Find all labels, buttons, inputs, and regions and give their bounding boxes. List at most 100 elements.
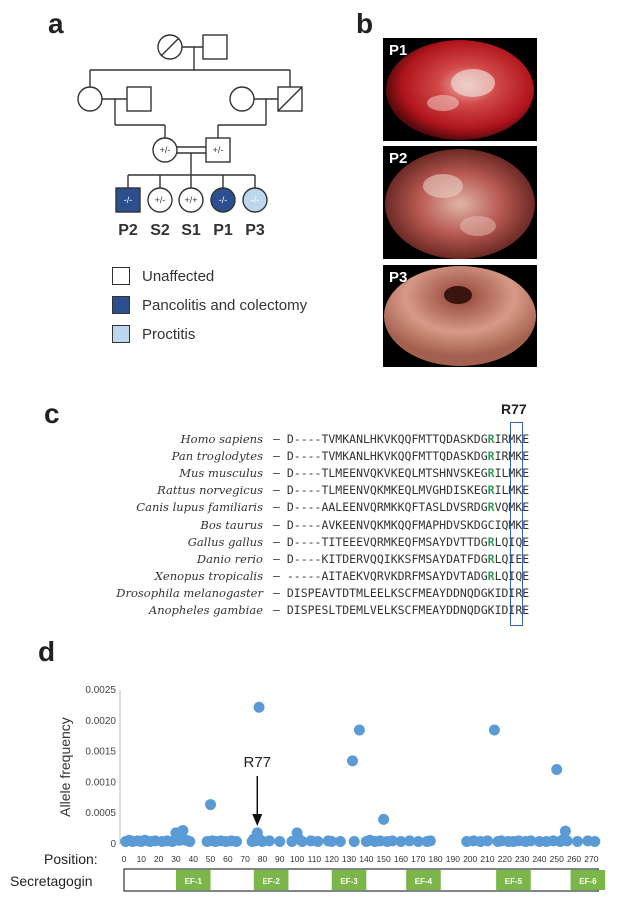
x-tick-label: 210	[480, 854, 494, 864]
sequence-prefix: – DISPEAVTDTMLEELKSCFMEAYDDNQDG	[273, 585, 488, 600]
sequence: – DISPEAVTDTMLEELKSCFMEAYDDNQDGKIDIRE	[273, 585, 529, 602]
species-name: Pan troglodytes	[171, 449, 263, 464]
sequence: – D----KITDERVQQIKKSFMSAYDATFDGRLQIEE	[273, 551, 529, 568]
ef-hand-domain	[496, 870, 531, 890]
y-tick-label: 0.0005	[85, 808, 116, 819]
residue-77: K	[487, 603, 495, 617]
sequence-prefix: – D----TLMEENVQKMKEQLMVGHDISKEG	[273, 483, 488, 498]
child-p1	[210, 187, 236, 213]
endoscopy-image-p1: P1	[383, 38, 537, 141]
data-point	[274, 836, 286, 848]
sequence: – D----AVKEENVQKMKQQFMAPHDVSKDGCIQMKE	[273, 517, 529, 534]
ef-hand-domain	[175, 870, 211, 890]
pedigree-chart: +/- +/- -/- +/- +/+ -/- -/- P2 S2 S1 P1 …	[77, 34, 303, 239]
data-point	[589, 836, 601, 848]
alignment-row: Anopheles gambiae – DISPESLTDEMLVELKSCFME…	[0, 602, 617, 619]
legend-swatch	[112, 325, 130, 343]
species-name: Danio rerio	[196, 551, 263, 566]
alignment-row: Xenopus tropicalis– -----AITAEKVQRVKDRFM…	[0, 568, 617, 585]
y-tick-label: 0.0015	[85, 747, 116, 758]
mother	[152, 137, 178, 163]
child-p3	[242, 187, 268, 213]
species-name: Gallus gallus	[187, 534, 263, 549]
ef-hand-label: EF-1	[185, 877, 203, 886]
sequence-suffix: IQMKE	[494, 517, 530, 532]
ef-hand-label: EF-2	[262, 877, 280, 886]
data-point	[404, 835, 416, 847]
sequence-prefix: – -----AITAEKVQRVKDRFMSAYDVTADG	[273, 568, 488, 583]
ef-hand-label: EF-6	[579, 877, 597, 886]
ef-hand-domain	[570, 870, 606, 890]
grandparent-male	[202, 34, 228, 60]
species-name: Anopheles gambiae	[148, 603, 263, 617]
data-point	[481, 835, 493, 847]
data-point	[348, 836, 360, 848]
x-tick-label: 100	[290, 854, 304, 864]
x-tick-label: 80	[258, 854, 268, 864]
x-tick-label: 130	[342, 854, 356, 864]
genotype-p2: -/-	[124, 195, 133, 205]
data-point	[525, 835, 537, 847]
legend-label: Proctitis	[142, 325, 196, 343]
x-tick-label: 60	[223, 854, 233, 864]
ef-hand-label: EF-5	[505, 877, 523, 886]
data-point	[205, 799, 217, 811]
residue-77: R	[487, 449, 495, 464]
sequence: – D----TVMKANLHKVKQQFMTTQDASKDGRIRMKE	[273, 431, 529, 448]
legend-pancolitis: Pancolitis and colectomy	[112, 296, 307, 314]
genotype-s2: +/-	[155, 195, 166, 205]
sequence-prefix: – DISPESLTDEMLVELKSCFMEAYDDNQDG	[273, 603, 488, 617]
x-tick-label: 160	[394, 854, 408, 864]
x-tick-label: 120	[325, 854, 339, 864]
genotype-p1: -/-	[219, 195, 228, 205]
alignment-row: Homo sapiens– D----TVMKANLHKVKQQFMTTQDAS…	[0, 431, 617, 448]
endoscopy-image-p2: P2	[383, 146, 537, 259]
data-point	[412, 836, 424, 848]
x-tick-label: 20	[154, 854, 164, 864]
species-name: Bos taurus	[200, 517, 263, 532]
sequence-suffix: LQIQE	[494, 534, 530, 549]
sequence-suffix: LQIEE	[494, 551, 530, 566]
x-tick-label: 70	[240, 854, 250, 864]
sequence-prefix: – D----AALEENVQRMKKQFTASLDVSRDG	[273, 500, 488, 515]
x-tick-label: 200	[463, 854, 477, 864]
y-tick-label: 0.0020	[85, 716, 116, 727]
y-tick-label: 0.0010	[85, 777, 116, 788]
alignment-row: Mus musculus – D----TLMEENVQKVKEQLMTSHNVS…	[0, 465, 617, 482]
sequence-prefix: – D----TLMEENVQKVKEQLMTSHNVSKEG	[273, 466, 488, 481]
alignment-row: Bos taurus – D----AVKEENVQKMKQQFMAPHDVSKD…	[0, 517, 617, 534]
alignment-marker-label: R77	[501, 401, 527, 417]
data-point	[346, 755, 358, 767]
child-p2	[115, 187, 141, 213]
x-tick-label: 110	[308, 854, 322, 864]
ef-hand-domain	[406, 870, 441, 890]
x-tick-label: 220	[498, 854, 512, 864]
species-name: Mus musculus	[179, 466, 263, 481]
data-point	[559, 825, 571, 837]
endoscopy-image-p3: P3	[383, 265, 537, 367]
secretagogin-label: Secretagogin	[10, 873, 93, 889]
sequence-suffix: IDIRE	[494, 603, 530, 617]
ef-hand-label: EF-4	[415, 877, 433, 886]
x-tick-label: 0	[122, 854, 127, 864]
alignment-highlight-box	[510, 422, 523, 626]
data-point	[561, 835, 573, 847]
x-tick-label: 150	[377, 854, 391, 864]
panel-letter-d: d	[38, 636, 56, 667]
genotype-s1: +/+	[184, 195, 197, 205]
genotype-mother: +/-	[160, 145, 171, 155]
father	[205, 137, 231, 163]
sequence: – D----TVMKANLHKVKQQFMTTQDASKDGRIRMKE	[273, 448, 529, 465]
data-point	[231, 836, 243, 848]
data-point	[263, 835, 275, 847]
sequence-suffix: ILMKE	[494, 466, 530, 481]
data-point	[184, 836, 196, 848]
x-tick-label: 40	[189, 854, 199, 864]
data-point	[395, 836, 407, 848]
species-name: Canis lupus familiaris	[136, 500, 263, 515]
y-axis-label: Allele frequency	[57, 717, 73, 817]
x-tick-label: 270	[584, 854, 598, 864]
ef-hand-label: EF-3	[340, 877, 358, 886]
pedigree-label: P3	[245, 222, 265, 239]
